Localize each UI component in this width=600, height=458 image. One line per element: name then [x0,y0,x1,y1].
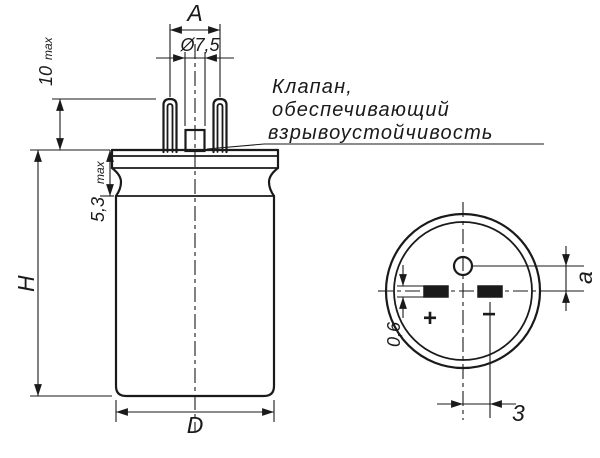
dim-label-5-3-max: max [93,160,107,184]
case-outline [114,194,276,398]
dim-label-3: 3 [512,400,525,426]
dimension-terminal-thickness: 0,6 [384,265,424,347]
terminal-pins [162,97,228,154]
right-pin-outline [212,97,228,154]
callout-leader-line [206,143,265,150]
dimension-case-height: H [13,149,112,397]
valve-callout-line3: взрывоустойчивость [268,122,494,144]
dim-label-D: D [187,412,204,438]
crimp-groove-left [110,166,123,198]
left-pin-slot [166,103,174,153]
safety-valve [184,128,206,153]
dim-label-10-max: max [41,36,55,60]
right-pin-slot [216,103,224,153]
dim-label-A: A [185,0,202,26]
dimension-valve-diameter: Ø7,5 [156,35,234,126]
valve-callout: Клапан, обеспечивающий взрывоустойчивост… [206,76,544,150]
side-view: A Ø7,5 10 max 5,3 max [13,0,544,438]
case-inner-circle [393,221,533,361]
dimension-seal-height: 5,3 max [88,150,114,222]
dimension-terminal-spacing: A [169,0,221,97]
valve-callout-line2: обеспечивающий [272,99,450,121]
plus-sign: + [423,305,437,332]
negative-terminal [477,285,503,298]
dim-label-10: 10 [36,66,56,86]
valve-callout-line1: Клапан, [272,76,353,98]
minus-sign: − [482,301,496,328]
dim-label-a: a [571,271,597,284]
case-outer-circle [384,212,542,370]
left-pin-outline [162,97,178,154]
dim-label-0-6: 0,6 [384,321,404,347]
bottom-view: + − a 0,6 3 [378,202,597,426]
dim-label-H: H [13,275,39,292]
dimension-vent-offset: a [473,246,597,311]
crimp-groove-right [267,166,280,198]
vent-hole [452,255,474,277]
dim-label-5-3: 5,3 [88,197,108,222]
dimension-terminal-height: 10 max [36,36,156,150]
dim-label-valve-diameter: Ø7,5 [179,35,220,55]
dimension-terminal-center-offset: 3 [437,302,525,426]
positive-terminal [423,285,449,298]
dimension-case-diameter: D [115,400,275,438]
